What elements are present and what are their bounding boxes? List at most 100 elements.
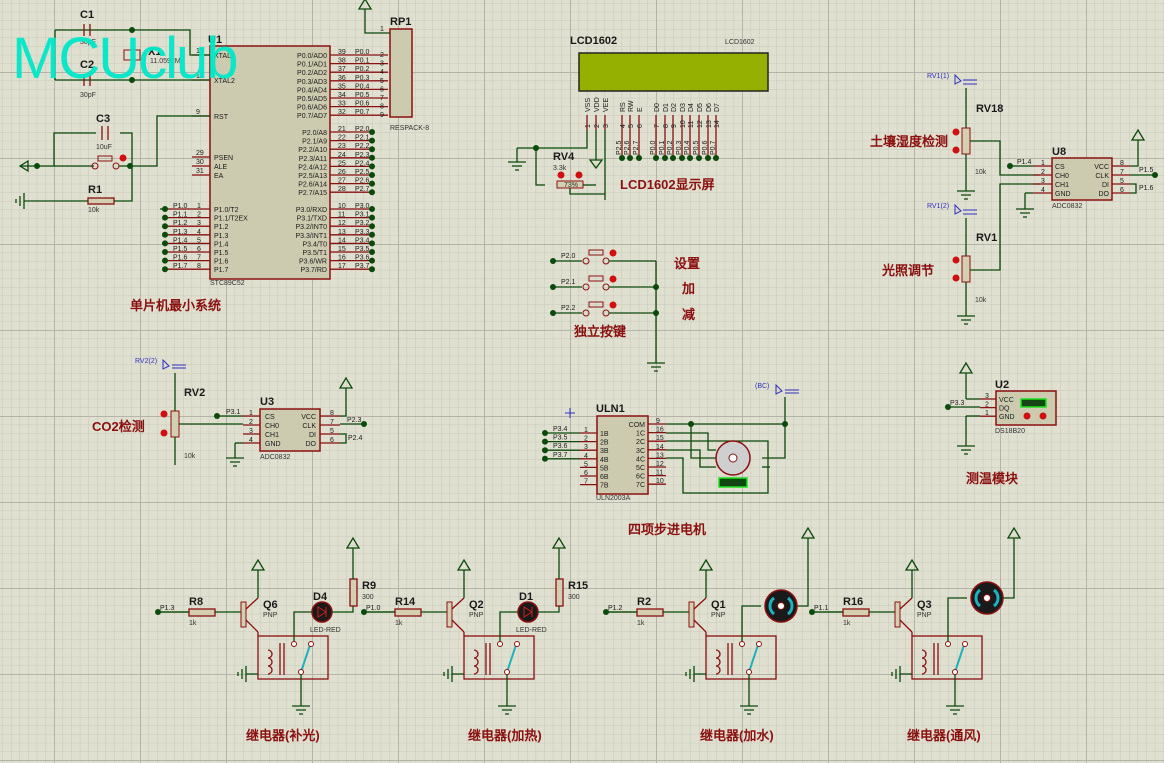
junction-dot [361, 421, 367, 427]
pin-number: 7 [197, 255, 201, 262]
pin-number: 1 [1041, 160, 1045, 167]
net-label: P2.2 [561, 305, 576, 312]
pin-name: P0.2/AD2 [297, 70, 327, 77]
pin-name: 1C [636, 431, 645, 438]
pin-number: 11 [656, 470, 663, 477]
pin-number: 1 [197, 203, 201, 210]
power-terminal-icon [588, 159, 604, 170]
wire [538, 606, 560, 613]
wire [340, 433, 347, 444]
power-terminal-icon [1130, 128, 1146, 152]
pin-name: 4B [600, 457, 609, 464]
junction-dot [542, 447, 548, 454]
net-label: P1.5 [1139, 167, 1154, 174]
wire [741, 605, 761, 641]
junction-dot [679, 155, 685, 161]
key-label-add: 加 [681, 281, 695, 296]
schematic-layer: U1STC89C5219XTAL118XTAL29RST29PSEN30ALE3… [15, 0, 1158, 743]
junction-dot [369, 137, 375, 144]
res-value: 300 [362, 594, 374, 601]
net-label: P3.7 [553, 452, 568, 459]
probe-indicator [609, 301, 617, 309]
junction-dot [369, 172, 375, 178]
junction-dot [670, 155, 676, 161]
relay-contact [962, 641, 968, 647]
junction-dot [636, 155, 642, 161]
relay-box [911, 635, 983, 680]
lcd-pin-num: 6 [637, 124, 644, 128]
watermark: MCUclub [12, 26, 237, 91]
ground-icon [15, 193, 36, 209]
pin-number: 23 [338, 143, 346, 150]
key-switch-1[interactable] [580, 247, 616, 267]
pin-name: DI [1102, 182, 1109, 189]
key-label-sub: 减 [682, 307, 695, 322]
relay-switch [300, 641, 312, 673]
pin-name: P0.3/AD3 [297, 79, 327, 86]
pin-number: 2 [197, 212, 201, 219]
cap-value: 10uF [96, 144, 112, 151]
lcd-net: P0.2 [667, 140, 674, 155]
lcd-pin-name: D0 [654, 103, 661, 112]
cap-value: 30pF [80, 39, 96, 46]
pin-number: 9 [656, 418, 660, 425]
key-contact [582, 309, 590, 317]
wire [55, 29, 210, 56]
junction-dot [369, 206, 375, 212]
cap-ref: C2 [80, 59, 94, 71]
ground-icon [891, 666, 912, 682]
pin-number: 6 [1120, 187, 1124, 194]
pin-name: 5C [636, 465, 645, 472]
section-title-relay3: 继电器(加水) [700, 728, 774, 743]
pin-name: P1.4 [214, 241, 229, 248]
pin-number: 27 [338, 178, 346, 185]
net-label: P1.2 [173, 220, 188, 227]
key-button [588, 301, 604, 308]
pin-name: P3.3/INT1 [295, 233, 327, 240]
pin-name: P3.6/WR [299, 259, 327, 266]
ground-icon [508, 156, 526, 171]
res-ref: R15 [568, 580, 588, 592]
junction-dot [162, 257, 168, 264]
junction-dot [369, 249, 375, 255]
lcd-pin-name: RS [620, 102, 627, 112]
pin-name: P1.3 [214, 233, 229, 240]
key-switch-3[interactable] [580, 299, 616, 319]
led-type: LED-RED [516, 627, 547, 634]
probe-indicator [1023, 412, 1031, 420]
section-title-co2: CO2检测 [92, 419, 145, 434]
probe-indicator [1039, 412, 1047, 420]
pin-name: P0.0/AD0 [297, 53, 327, 60]
pin-name: P0.1/AD1 [297, 62, 327, 69]
resistor-r1 [87, 197, 115, 205]
lcd-pin-num: 11 [688, 121, 695, 128]
junction-dot [214, 413, 220, 419]
lcd-pin-num: 1 [585, 124, 592, 128]
transistor-body [245, 597, 259, 633]
pin-number: 16 [338, 255, 346, 262]
key-switch-2[interactable] [580, 273, 616, 293]
net-label: P2.3 [355, 152, 370, 159]
pin-number: 6 [380, 86, 384, 93]
relay-contact [739, 641, 745, 647]
net-label: P1.5 [173, 246, 188, 253]
junction-dot [162, 231, 168, 238]
origin-marker-icon [565, 408, 575, 418]
relay-switch [506, 641, 518, 673]
adc-ref: U8 [1052, 146, 1066, 158]
net-label: P2.4 [348, 435, 363, 442]
pin-name: P2.6/A14 [298, 182, 327, 189]
pin-name: 7C [636, 482, 645, 489]
junction-dot [369, 223, 375, 230]
pin-name: VCC [999, 397, 1014, 404]
mcu-chip [209, 45, 331, 280]
net-label: P3.0 [355, 203, 370, 210]
pin-number: 17 [338, 263, 346, 270]
lcd-net: P2.7 [633, 140, 640, 155]
junction-dot [542, 438, 548, 445]
net-label: P0.4 [355, 83, 370, 90]
pin-name: DQ [999, 406, 1010, 413]
pin-name: P3.1/TXD [297, 216, 327, 223]
ground-icon [498, 700, 516, 715]
